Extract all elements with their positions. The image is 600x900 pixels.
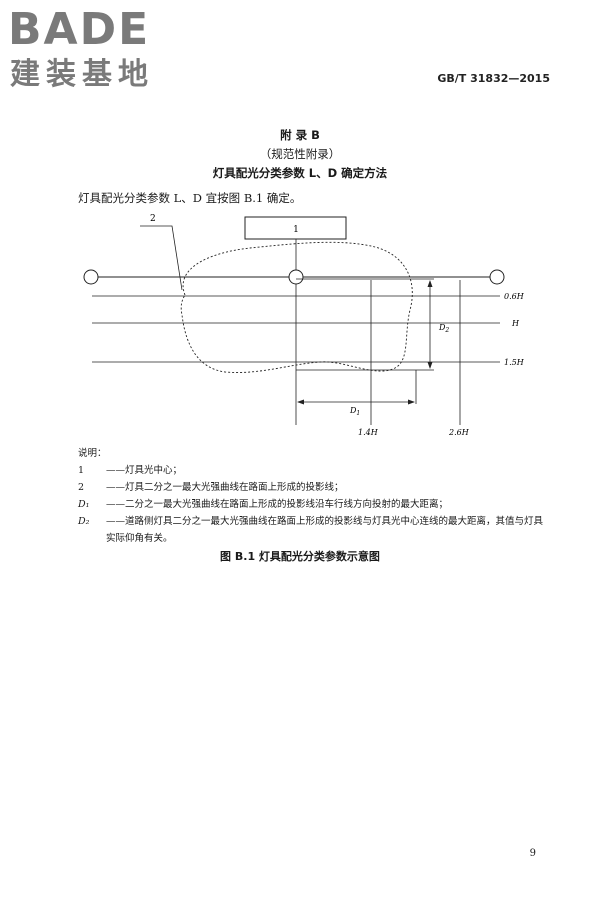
label-1-4h: 1.4H: [358, 428, 379, 437]
d1-arrow-left: [297, 399, 304, 405]
label-0-6h: 0.6H: [504, 292, 525, 301]
label-h: H: [511, 319, 520, 328]
lamp-right-circle: [489, 269, 505, 285]
figure-b1-diagram: 1 2 0.6H H 1.5H D2 D1 1.4H 2.6H: [83, 214, 525, 437]
label-1-text: 1: [293, 225, 299, 235]
figure-caption: 图 B.1 灯具配光分类参数示意图: [220, 550, 380, 563]
appendix-title: 附 录 B: [280, 128, 320, 142]
d1-label-main: D: [349, 406, 357, 415]
appendix-heading: 灯具配光分类参数 L、D 确定方法: [212, 166, 388, 180]
note-key: D₁: [78, 499, 90, 510]
half-max-intensity-curve: [180, 241, 413, 373]
note-item: 2 ——灯具二分之一最大光强曲线在路面上形成的投影线；: [78, 479, 548, 496]
note-text: ——道路侧灯具二分之一最大光强曲线在路面上形成的投影线与灯具光中心连线的最大距离…: [106, 516, 544, 544]
page-number: 9: [529, 848, 536, 859]
appendix-headings: 附 录 B （规范性附录） 灯具配光分类参数 L、D 确定方法: [0, 126, 600, 183]
standard-code: GB/T 31832—2015: [437, 72, 550, 85]
appendix-type: （规范性附录）: [259, 147, 341, 161]
lamp-left-circle: [83, 269, 99, 285]
d1-arrow-right: [408, 399, 415, 405]
logo-wordmark: BADE: [8, 4, 151, 55]
note-item: D₂ ——道路侧灯具二分之一最大光强曲线在路面上形成的投影线与灯具光中心连线的最…: [78, 513, 548, 547]
note-item: D₁ ——二分之一最大光强曲线在路面上形成的投影线沿车行线方向投射的最大距离；: [78, 496, 548, 513]
label-2-text: 2: [150, 214, 156, 224]
d2-arrow-bottom: [427, 362, 433, 369]
d1-label-sub: 1: [356, 410, 360, 417]
d2-label-sub: 2: [444, 327, 449, 334]
note-key: 2: [78, 482, 85, 493]
d2-label-main: D: [438, 323, 446, 332]
d1-label: D1: [349, 406, 360, 417]
figure-notes: 说明： 1 ——灯具光中心； 2 ——灯具二分之一最大光强曲线在路面上形成的投影…: [78, 445, 548, 547]
lamp-center-circle: [288, 269, 304, 285]
d2-label: D2: [438, 323, 449, 334]
logo-chinese-text: 建装基地: [10, 57, 154, 92]
notes-title: 说明：: [78, 448, 107, 459]
intro-paragraph: 灯具配光分类参数 L、D 宜按图 B.1 确定。: [78, 191, 302, 205]
label-1-5h: 1.5H: [504, 358, 525, 367]
note-key: D₂: [78, 516, 90, 527]
label-2-6h: 2.6H: [448, 428, 470, 437]
label-1-box: [244, 216, 347, 240]
note-text: ——灯具二分之一最大光强曲线在路面上形成的投影线；: [106, 482, 344, 493]
note-item: 1 ——灯具光中心；: [78, 462, 548, 479]
label-2-leader: [140, 225, 183, 291]
note-text: ——二分之一最大光强曲线在路面上形成的投影线沿车行线方向投射的最大距离；: [106, 499, 449, 510]
d2-arrow-top: [427, 280, 433, 287]
note-text: ——灯具光中心；: [106, 465, 183, 476]
note-key: 1: [78, 465, 85, 476]
bade-logo: BADE 建装基地: [8, 6, 178, 94]
